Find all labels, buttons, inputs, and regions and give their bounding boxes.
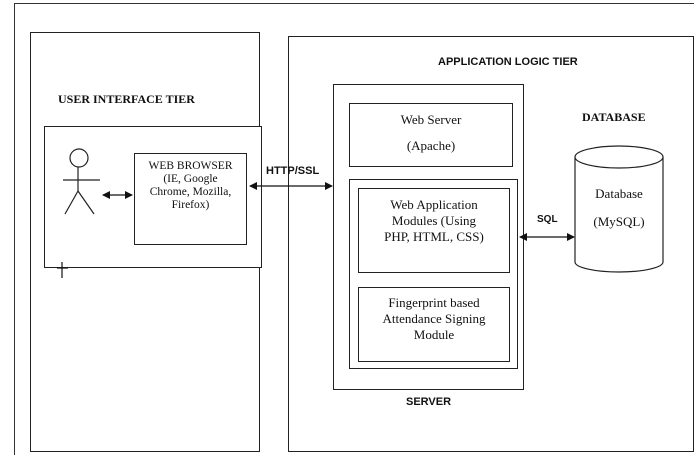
web-browser-box: WEB BROWSER (IE, Google Chrome, Mozilla,…: [134, 153, 247, 245]
user-stick-figure-icon: [63, 148, 100, 215]
web-browser-line-3: Chrome, Mozilla,: [149, 186, 232, 198]
web-browser-line-1: WEB BROWSER: [148, 160, 233, 172]
http-ssl-label: HTTP/SSL: [266, 165, 320, 177]
web-server-line-2: (Apache): [406, 138, 456, 153]
fingerprint-line-1: Fingerprint based: [388, 295, 480, 310]
web-browser-line-4: Firefox): [171, 199, 210, 211]
database-cylinder-icon: [574, 145, 664, 273]
fingerprint-module-box: Fingerprint based Attendance Signing Mod…: [358, 287, 510, 362]
web-server-line-1: Web Server: [400, 112, 462, 127]
database-title: DATABASE: [582, 110, 646, 124]
web-app-line-1: Web Application: [390, 197, 478, 212]
application-logic-tier-title: APPLICATION LOGIC TIER: [438, 56, 578, 68]
user-interface-tier-title: USER INTERFACE TIER: [58, 92, 195, 106]
web-app-line-2: Modules (Using: [391, 213, 477, 228]
web-browser-line-2: (IE, Google: [163, 173, 218, 185]
fingerprint-line-3: Module: [413, 327, 455, 342]
server-label: SERVER: [406, 396, 452, 408]
database-label: Database: [595, 186, 643, 201]
outer-frame: [14, 3, 694, 455]
web-app-line-3: PHP, HTML, CSS): [384, 229, 484, 244]
web-server-box: Web Server (Apache): [349, 103, 513, 167]
web-application-modules-box: Web Application Modules (Using PHP, HTML…: [358, 188, 510, 273]
fingerprint-line-2: Attendance Signing: [382, 311, 486, 326]
sql-label: SQL: [537, 214, 558, 225]
database-engine-label: (MySQL): [593, 214, 645, 229]
